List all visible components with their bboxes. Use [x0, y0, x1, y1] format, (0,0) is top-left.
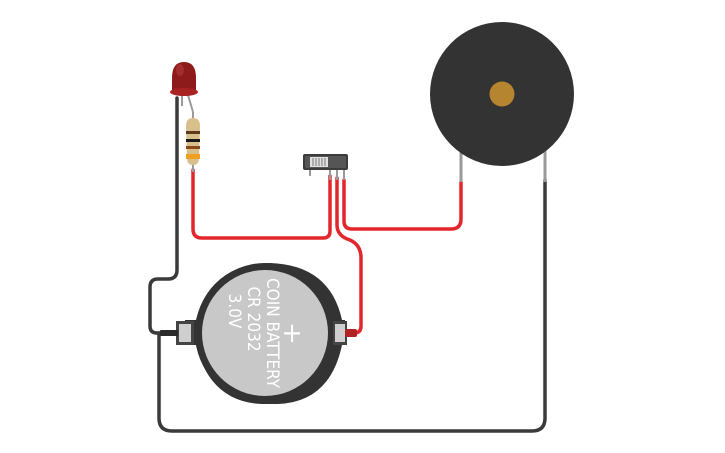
coin-battery-icon[interactable]: COIN BATTERY CR 2032 3.0V +: [160, 263, 357, 404]
wire-switch-to-battery-pos[interactable]: [335, 176, 363, 335]
battery-label-line2: CR 2032: [243, 286, 263, 351]
battery-plus-symbol: +: [281, 316, 302, 349]
led-icon[interactable]: [170, 62, 198, 113]
wire-buzzer-to-battery-neg[interactable]: [157, 178, 547, 433]
wire-led-to-battery-neg[interactable]: [148, 96, 179, 335]
resistor-icon[interactable]: [186, 112, 200, 172]
slide-switch-icon[interactable]: [303, 154, 348, 180]
wire-switch-to-buzzer[interactable]: [342, 178, 463, 231]
black-wires: [148, 96, 547, 433]
piezo-buzzer-icon[interactable]: [430, 22, 574, 182]
battery-label-line3: 3.0V: [224, 294, 244, 329]
red-wires: [191, 168, 463, 335]
wire-resistor-to-switch[interactable]: [191, 168, 332, 240]
battery-label-line1: COIN BATTERY: [262, 278, 282, 389]
